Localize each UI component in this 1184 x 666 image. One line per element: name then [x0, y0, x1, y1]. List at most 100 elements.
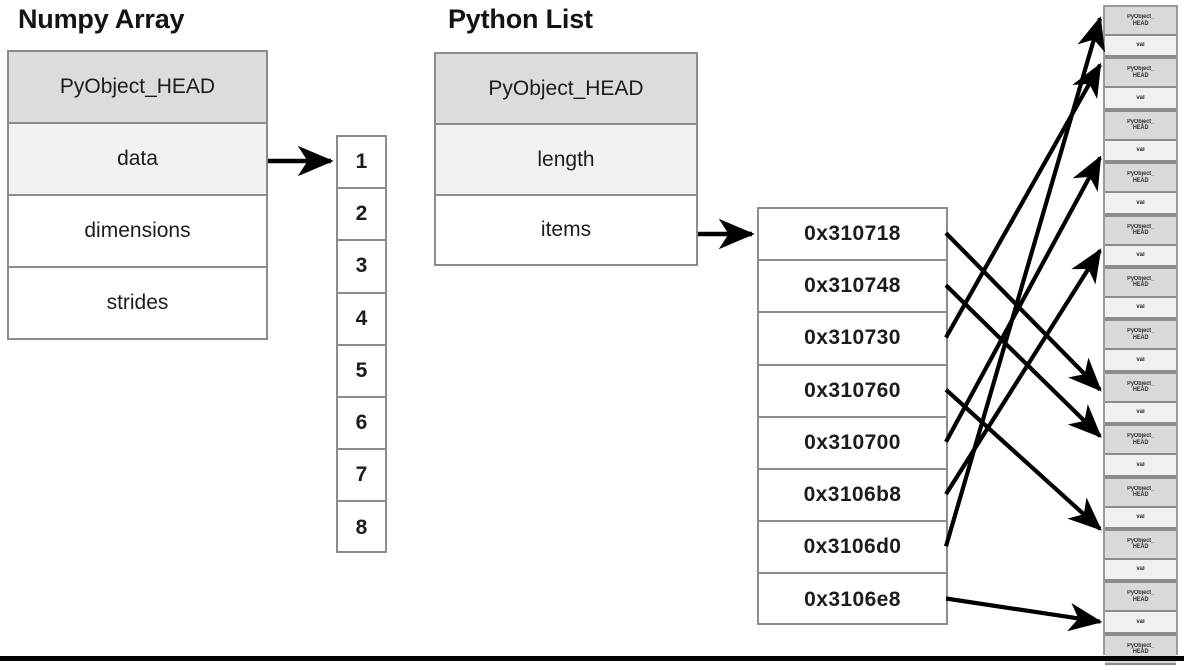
heap-object-value: val	[1105, 88, 1176, 110]
heap-object-head: PyObject_ HEAD	[1105, 7, 1176, 36]
heap-object-head-label: PyObject_ HEAD	[1126, 66, 1154, 79]
heap-object-value: val	[1105, 36, 1176, 58]
pointer-cell: 0x310760	[759, 366, 946, 418]
heap-object-head-label: PyObject_ HEAD	[1126, 328, 1154, 341]
numpy-field-data: data	[9, 124, 266, 196]
scattered-pointer-arrows	[943, 16, 1106, 632]
heap-object-head: PyObject_ HEAD	[1105, 528, 1176, 560]
heap-object-value-label: val	[1136, 461, 1145, 468]
heap-object: PyObject_ HEAD val	[1105, 57, 1176, 110]
python-list-struct: PyObject_HEAD length items	[434, 52, 698, 266]
pointer-to-heap-arrow	[944, 388, 1102, 531]
heap-object: PyObject_ HEAD val	[1105, 319, 1176, 372]
heap-object: PyObject_ HEAD val	[1105, 162, 1176, 215]
pylist-field-label: length	[537, 147, 595, 171]
heap-object-head: PyObject_ HEAD	[1105, 162, 1176, 194]
numpy-field-pyobject-head: PyObject_HEAD	[9, 52, 266, 124]
pointer-cell: 0x310748	[759, 261, 946, 314]
heap-object-head: PyObject_ HEAD	[1105, 581, 1176, 613]
heap-object-head-label: PyObject_ HEAD	[1126, 223, 1154, 237]
heap-object-head: PyObject_ HEAD	[1105, 424, 1176, 456]
heap-object-head-label: PyObject_ HEAD	[1126, 118, 1154, 132]
heap-object-head: PyObject_ HEAD	[1105, 109, 1176, 141]
heap-object-head-label: PyObject_ HEAD	[1126, 275, 1154, 289]
bottom-rule	[0, 656, 1184, 661]
numpy-field-strides: strides	[9, 268, 266, 338]
numpy-field-label: strides	[106, 291, 169, 314]
heap-object-value: val	[1105, 297, 1176, 320]
pointer-cell: 0x3106b8	[759, 470, 946, 523]
heap-object-value: val	[1105, 245, 1176, 267]
contiguous-data-buffer: 1 2 3 4 5 6 7 8	[336, 135, 387, 553]
heap-object-value-label: val	[1136, 409, 1145, 416]
numpy-array-title: Numpy Array	[18, 4, 185, 34]
heap-object-value: val	[1105, 140, 1176, 163]
pointer-cell: 0x3106d0	[759, 522, 946, 575]
heap-object: PyObject_ HEAD val	[1105, 7, 1176, 58]
heap-object-head-label: PyObject_ HEAD	[1126, 380, 1154, 394]
heap-object-value-label: val	[1136, 94, 1145, 101]
data-cell: 7	[338, 450, 385, 503]
heap-object-value: val	[1105, 350, 1176, 372]
heap-object: PyObject_ HEAD val	[1105, 528, 1176, 582]
heap-object-head: PyObject_ HEAD	[1105, 266, 1176, 298]
heap-object-head: PyObject_ HEAD	[1105, 371, 1176, 403]
heap-object-value-label: val	[1136, 356, 1145, 363]
heap-object: PyObject_ HEAD val	[1105, 214, 1176, 267]
heap-object-value: val	[1105, 559, 1176, 582]
python-list-title: Python List	[448, 4, 593, 34]
heap-object-head: PyObject_ HEAD	[1105, 319, 1176, 351]
pointer-to-heap-arrow	[945, 596, 1103, 632]
heap-object-value-label: val	[1136, 513, 1145, 520]
heap-object-value: val	[1105, 612, 1176, 634]
heap-object: PyObject_ HEAD val	[1105, 476, 1176, 529]
numpy-field-label: data	[117, 147, 158, 170]
heap-object-head: PyObject_ HEAD	[1105, 476, 1176, 508]
pylist-field-items: items	[436, 196, 696, 264]
pointer-cell: 0x310700	[759, 418, 946, 470]
pylist-field-length: length	[436, 125, 696, 196]
heap-object-value-label: val	[1136, 199, 1145, 206]
numpy-field-label: dimensions	[84, 219, 191, 242]
data-cell: 2	[338, 189, 385, 242]
data-cell: 8	[355, 516, 368, 540]
heap-object-value-label: val	[1136, 42, 1145, 49]
numpy-field-dimensions: dimensions	[9, 196, 266, 268]
heap-object: PyObject_ HEAD val	[1105, 581, 1176, 634]
pylist-field-label: items	[540, 218, 592, 241]
heap-object-value-label: val	[1136, 252, 1145, 258]
heap-object-value: val	[1105, 193, 1176, 215]
data-cell: 3	[338, 241, 385, 294]
pointer-cell: 0x310718	[759, 209, 946, 262]
heap-object-head-label: PyObject_ HEAD	[1126, 590, 1154, 603]
heap-object-head-label: PyObject_ HEAD	[1126, 485, 1154, 499]
pointer-to-heap-arrow	[944, 155, 1102, 443]
pylist-field-pyobject-head: PyObject_HEAD	[436, 54, 696, 125]
pointer-to-heap-arrow	[944, 62, 1102, 339]
data-cell: 6	[338, 398, 385, 451]
heap-object-value: val	[1105, 402, 1176, 425]
heap-object: PyObject_ HEAD val	[1105, 109, 1176, 163]
heap-object-value-label: val	[1136, 304, 1145, 311]
heap-object-value-label: val	[1136, 618, 1145, 625]
heap-object-value: val	[1105, 664, 1176, 666]
heap-object: PyObject_ HEAD val	[1105, 424, 1176, 477]
heap-object-head-label: PyObject_ HEAD	[1126, 14, 1154, 27]
pointer-to-heap-arrow	[943, 16, 1106, 547]
pointer-cell: 0x3106e8	[804, 588, 901, 612]
data-cell: 1	[338, 137, 385, 190]
heap-object-head-label: PyObject_ HEAD	[1126, 433, 1154, 446]
heap-object-value-label: val	[1136, 566, 1145, 573]
heap-object: PyObject_ HEAD val	[1105, 371, 1176, 425]
numpy-field-label: PyObject_HEAD	[59, 75, 216, 98]
heap-object-value: val	[1105, 507, 1176, 529]
pointer-to-heap-arrow	[944, 231, 1102, 392]
data-cell: 4	[338, 294, 385, 346]
heap-object-head-label: PyObject_ HEAD	[1126, 642, 1154, 656]
heap-object-value-label: val	[1136, 147, 1145, 154]
numpy-array-struct: PyObject_HEAD data dimensions strides	[7, 50, 268, 340]
pylist-field-label: PyObject_HEAD	[488, 76, 644, 100]
data-cell: 5	[338, 346, 385, 398]
heap-object: PyObject_ HEAD val	[1105, 266, 1176, 320]
